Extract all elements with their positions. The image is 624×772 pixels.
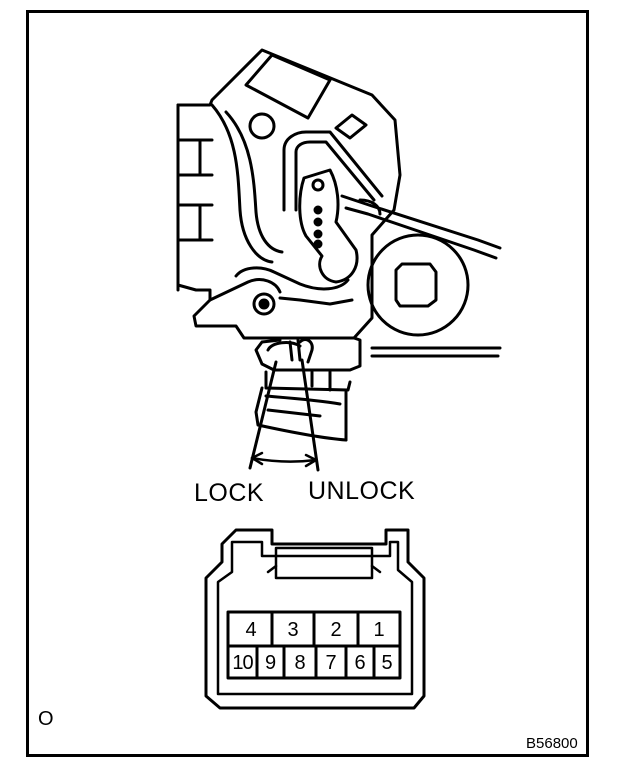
unlock-arrowhead xyxy=(304,453,318,468)
unlock-label: UNLOCK xyxy=(308,477,416,505)
pin-6: 6 xyxy=(354,652,366,674)
pin-8: 8 xyxy=(294,652,306,674)
pin-10: 10 xyxy=(232,652,253,674)
lock-position-line xyxy=(248,360,278,470)
door-lock-assembly xyxy=(176,48,502,442)
unlock-position-line xyxy=(300,358,320,472)
pin-7: 7 xyxy=(325,652,337,674)
lock-unlock-indicator xyxy=(248,358,320,472)
lock-arrowhead xyxy=(250,451,264,466)
corner-mark: O xyxy=(38,708,54,730)
pin-5: 5 xyxy=(381,652,393,674)
swing-arc xyxy=(250,456,318,463)
pin-4: 4 xyxy=(245,619,257,641)
figure-code: B56800 xyxy=(526,735,578,752)
pin-9: 9 xyxy=(264,652,277,674)
figure-frame xyxy=(26,10,589,757)
connector-diagram xyxy=(204,528,426,710)
lock-label: LOCK xyxy=(194,479,265,507)
pin-3: 3 xyxy=(287,619,299,641)
pin-1: 1 xyxy=(373,619,385,641)
pin-2: 2 xyxy=(330,619,342,641)
